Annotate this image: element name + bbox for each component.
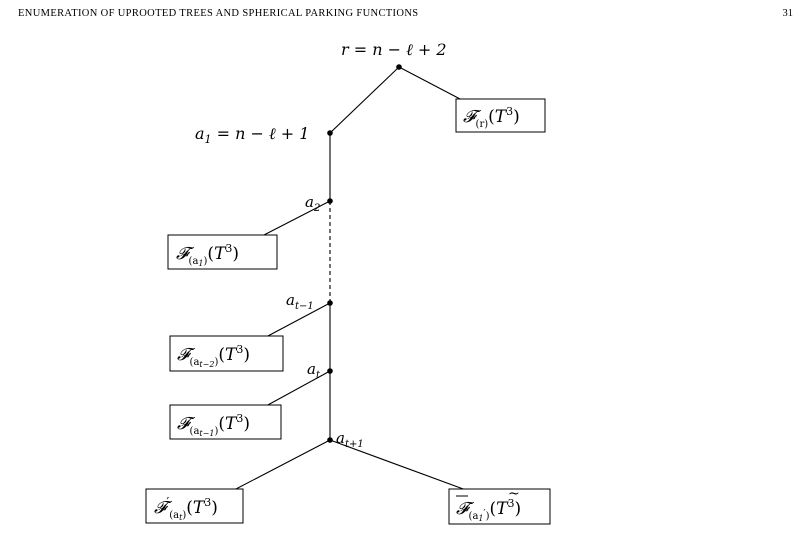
node-at <box>327 368 333 374</box>
box-f-r: 𝓕(r)(T3) <box>455 98 546 133</box>
node-at-minus1 <box>327 300 333 306</box>
label-root: r = n − ℓ + 2 <box>341 40 447 59</box>
page-number: 31 <box>782 8 794 19</box>
label-a2: a2 <box>305 193 320 214</box>
box-f-bar-a1-prime: ~ 𝓕(a1′)(T3) <box>448 486 551 525</box>
svg-text:𝓕(a1′)(T3): 𝓕(a1′)(T3) <box>456 497 521 523</box>
node-a2 <box>327 198 333 204</box>
svg-text:𝓕(at−2)(T3): 𝓕(at−2)(T3) <box>177 343 250 369</box>
running-head: ENUMERATION OF UPROOTED TREES AND SPHERI… <box>0 0 807 24</box>
node-root <box>396 64 402 70</box>
tilde-mark: ~ <box>508 486 520 502</box>
edge-at-box-at1 <box>265 370 331 407</box>
box-f-prime-at: 𝓕′(at)(T3) <box>145 488 244 524</box>
box-f-at-minus1: 𝓕(at−1)(T3) <box>169 404 282 440</box>
node-at-plus1 <box>327 437 333 443</box>
edge-at-plus1-box-bar <box>329 439 467 491</box>
box-f-a1: 𝓕(a1)(T3) <box>167 234 278 270</box>
edge-at-plus1-box-prime <box>233 439 331 491</box>
label-at: at <box>307 360 321 381</box>
node-a1 <box>327 130 333 136</box>
box-f-at-minus2: 𝓕(at−2)(T3) <box>169 335 284 372</box>
label-at-plus1: at+1 <box>336 429 364 450</box>
label-a1: a1 = n − ℓ + 1 <box>195 124 309 146</box>
label-at-minus1: at−1 <box>286 291 314 312</box>
running-head-title: ENUMERATION OF UPROOTED TREES AND SPHERI… <box>18 8 419 19</box>
edge-a2-box-a1 <box>261 200 331 237</box>
edge-root-a1 <box>329 66 400 134</box>
edge-root-box-r <box>398 66 463 101</box>
edge-at-minus1-box-at2 <box>265 302 331 338</box>
